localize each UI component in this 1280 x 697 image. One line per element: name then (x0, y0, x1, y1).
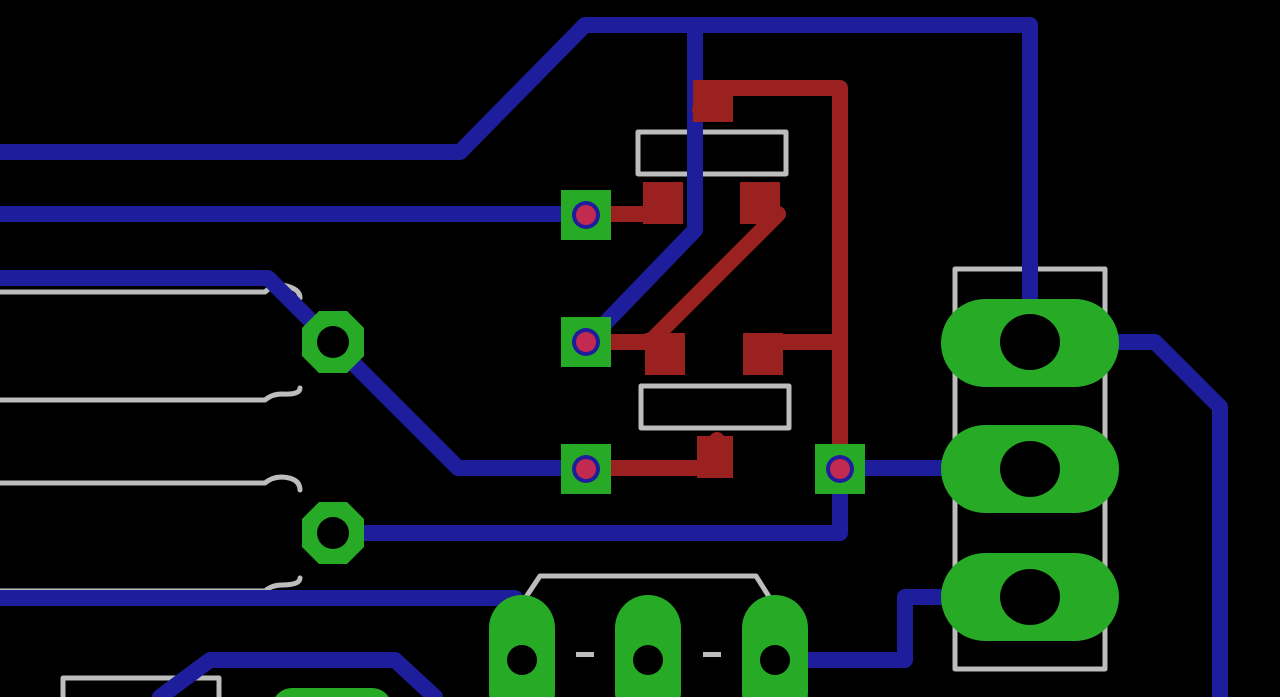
silk-header-line-3 (0, 474, 303, 493)
header-pad-1[interactable] (302, 311, 364, 373)
trace-blue-top-route (0, 17, 1038, 350)
trace-blue-bottom-curve (152, 652, 443, 697)
silk-capacitor-top (635, 129, 789, 177)
silk-capacitor-bottom (638, 383, 792, 431)
regulator-pad-2[interactable] (615, 595, 681, 697)
regulator-silk-dash-1 (576, 652, 594, 657)
smd-pad-c2-left (645, 333, 685, 375)
regulator-silk-dash-2 (703, 652, 721, 657)
via-square-1[interactable] (561, 190, 611, 240)
silk-regulator-outline (519, 573, 776, 606)
via-square-2[interactable] (561, 317, 611, 367)
connector-pad-1[interactable] (941, 299, 1119, 387)
smd-pad-c1-right (740, 182, 780, 224)
via-pads (561, 190, 865, 494)
silk-header-line-4 (0, 575, 303, 594)
connector-pads (941, 299, 1119, 641)
smd-pad-c1-left (643, 182, 683, 224)
regulator-pads (489, 595, 808, 697)
silk-bottom-left-part (60, 675, 222, 697)
trace-blue-diagonal-header (0, 270, 595, 476)
regulator-pad-3[interactable] (742, 595, 808, 697)
via-square-4[interactable] (815, 444, 865, 494)
regulator-pad-1[interactable] (489, 595, 555, 697)
smd-pad-top (693, 80, 733, 122)
smd-pad-c3 (697, 436, 733, 478)
smd-pad-c2-right (743, 333, 783, 375)
header-pad-2[interactable] (302, 502, 364, 564)
partial-pad-bottom (275, 688, 389, 697)
header-pads (302, 311, 364, 564)
silk-header-line-2 (0, 385, 303, 403)
connector-pad-2[interactable] (941, 425, 1119, 513)
bottom-copper-layer (0, 17, 1228, 697)
connector-pad-3[interactable] (941, 553, 1119, 641)
via-square-3[interactable] (561, 444, 611, 494)
smd-pads (643, 80, 783, 478)
